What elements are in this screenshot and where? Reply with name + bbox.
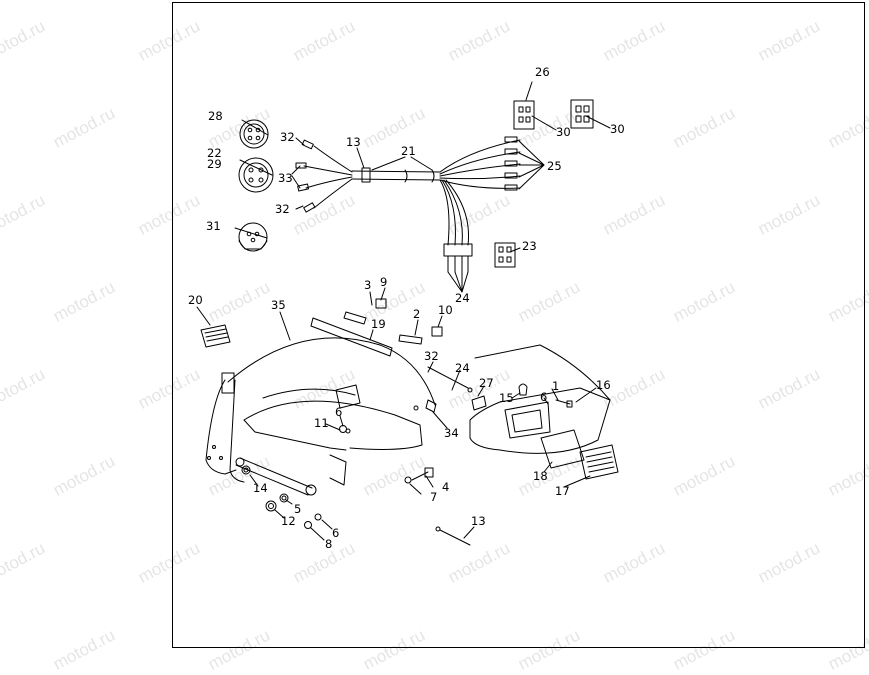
callout-28: 28 [208,109,223,123]
callout-18: 18 [533,469,548,483]
callout-19: 19 [371,317,386,331]
washer-5[interactable] [279,493,289,503]
taillight-bracket[interactable] [469,344,611,454]
lamp-17[interactable] [579,444,619,480]
callout-32b: 32 [275,202,290,216]
screw-1[interactable] [555,399,573,408]
callout-35: 35 [271,298,286,312]
callout-1: 1 [552,379,559,393]
nut-14[interactable] [241,465,251,475]
callout-10: 10 [438,303,453,317]
callout-20: 20 [188,293,203,307]
callout-34: 34 [444,426,459,440]
callout-8: 8 [325,537,332,551]
connector-block-26[interactable] [513,100,535,130]
callout-labels: 28 22 29 31 32 33 32 13 21 26 30 30 25 2… [188,65,625,551]
lens-18[interactable] [540,429,585,469]
strap-19[interactable] [310,317,393,357]
fastener-11[interactable] [339,425,351,434]
callout-30b: 30 [610,122,625,136]
washer-6[interactable] [314,513,322,521]
callout-24b: 24 [455,361,470,375]
reflector-20[interactable] [200,324,231,348]
diagram-frame [172,2,865,648]
strap-13[interactable] [435,526,471,546]
leader-lines [196,81,611,541]
connector-block-30[interactable] [570,99,594,129]
callout-16: 16 [596,378,611,392]
callout-32a: 32 [280,130,295,144]
wiring-harness[interactable] [295,136,521,273]
connector-22-29[interactable] [238,157,274,193]
callout-12: 12 [281,514,296,528]
callout-3: 3 [364,278,371,292]
callout-13a: 13 [346,135,361,149]
callout-30a: 30 [556,125,571,139]
callout-23: 23 [522,239,537,253]
callout-2: 2 [413,307,420,321]
washer-7[interactable] [404,476,412,484]
callout-6b: 6 [335,405,342,419]
callout-14: 14 [253,481,268,495]
callout-17: 17 [555,484,570,498]
callout-4: 4 [442,480,449,494]
bulb-15[interactable] [518,383,528,396]
connector-block-23[interactable] [494,242,516,268]
callout-25: 25 [547,159,562,173]
callout-9: 9 [380,275,387,289]
connector-28[interactable] [239,119,269,149]
clip-27[interactable] [471,395,487,411]
nut-12[interactable] [265,500,277,512]
callout-13b: 13 [471,514,486,528]
callout-29: 29 [207,157,222,171]
bolt-4[interactable] [411,467,434,481]
callout-6c: 6 [332,526,339,540]
callout-15: 15 [499,391,514,405]
callout-22: 22 [207,146,222,160]
callout-32c: 32 [424,349,439,363]
bracket-2[interactable] [398,326,443,345]
parts-diagram: 28 22 29 31 32 33 32 13 21 26 30 30 25 2… [188,65,625,551]
callout-27: 27 [479,376,494,390]
callout-11: 11 [314,416,329,430]
callout-24a: 24 [455,291,470,305]
callout-33: 33 [278,171,293,185]
nut-8[interactable] [304,521,312,529]
clip-34[interactable] [413,399,437,413]
callout-5: 5 [294,502,301,516]
callout-31: 31 [206,219,221,233]
callout-21: 21 [401,144,416,158]
callout-26: 26 [535,65,550,79]
callout-6a: 6 [540,390,547,404]
callout-7: 7 [430,490,437,504]
wire-32[interactable] [427,366,473,393]
